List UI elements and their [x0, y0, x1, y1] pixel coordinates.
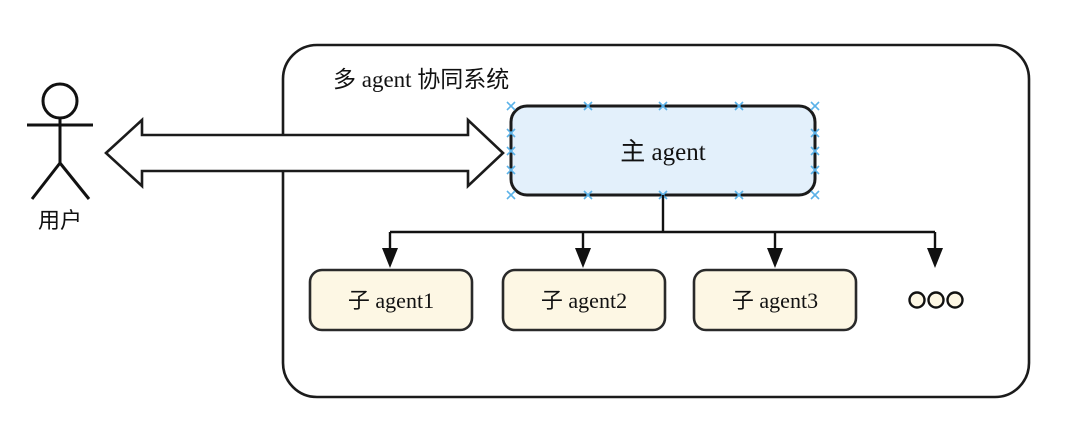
user-leg-right — [58, 162, 91, 200]
selection-handle-bottom-mid-right[interactable] — [734, 190, 744, 200]
main-to-sub-agents-connector[interactable] — [382, 195, 943, 268]
container-title: 多 agent 协同系统 — [333, 67, 509, 92]
selection-handle-right-lower[interactable] — [810, 165, 820, 175]
selection-handle-top-right[interactable] — [810, 101, 820, 111]
selection-handle-left-upper[interactable] — [506, 128, 516, 138]
ellipsis-circle-2 — [927, 291, 945, 309]
selection-handle-top-left[interactable] — [506, 101, 516, 111]
selection-handle-top-mid-left[interactable] — [583, 101, 593, 111]
double-headed-block-arrow-shape — [104, 116, 505, 190]
arrowhead-sub-agent-3 — [767, 248, 783, 268]
sub-agent-2-label: 子 agent2 — [541, 288, 627, 313]
user-main-agent-bidirectional-arrow[interactable] — [104, 116, 505, 190]
selection-handle-bottom-left[interactable] — [506, 190, 516, 200]
selection-handle-left-lower[interactable] — [506, 165, 516, 175]
user-leg-left — [30, 162, 62, 200]
sub-agent-3-label: 子 agent3 — [732, 288, 818, 313]
ellipsis-circle-3 — [946, 291, 964, 309]
connector-branch-sub-agent-1 — [382, 232, 398, 268]
selection-handle-right-upper[interactable] — [810, 128, 820, 138]
connector-branch-sub-agent-3 — [767, 232, 783, 268]
user-head — [41, 82, 79, 120]
multi-agent-system-container[interactable] — [281, 43, 1031, 399]
connector-branch-sub-agent-2 — [575, 232, 591, 268]
arrowhead-sub-agent-2 — [575, 248, 591, 268]
selection-handle-bottom-mid-left[interactable] — [583, 190, 593, 200]
ellipsis-circle-1 — [908, 291, 926, 309]
sub-agent-3-box — [692, 268, 858, 332]
stick-figure-user-icon — [27, 82, 93, 200]
sub-agent-3-node[interactable]: 子 agent3 — [692, 268, 858, 332]
container-outline — [281, 43, 1031, 399]
sub-agent-1-node[interactable]: 子 agent1 — [308, 268, 474, 332]
main-agent-selection-handles[interactable] — [506, 101, 820, 200]
selection-handle-top-mid-right[interactable] — [734, 101, 744, 111]
sub-agent-1-box — [308, 268, 474, 332]
selection-handle-top-center[interactable] — [658, 101, 668, 111]
sub-agent-1-label: 子 agent1 — [348, 288, 434, 313]
user-actor[interactable]: 用户 — [27, 82, 93, 233]
main-agent-node[interactable]: 主 agent — [509, 104, 817, 197]
arrowhead-sub-agent-1 — [382, 248, 398, 268]
selection-handle-bottom-right[interactable] — [810, 190, 820, 200]
sub-agent-2-box — [501, 268, 667, 332]
sub-agent-2-node[interactable]: 子 agent2 — [501, 268, 667, 332]
main-agent-label: 主 agent — [620, 138, 705, 166]
user-actor-label: 用户 — [38, 208, 82, 233]
selection-handle-right-middle[interactable] — [810, 146, 820, 156]
arrowhead-more — [927, 248, 943, 268]
more-sub-agents-ellipsis-icon[interactable] — [908, 291, 964, 309]
selection-handle-left-middle[interactable] — [506, 146, 516, 156]
connector-branch-more — [927, 232, 943, 268]
